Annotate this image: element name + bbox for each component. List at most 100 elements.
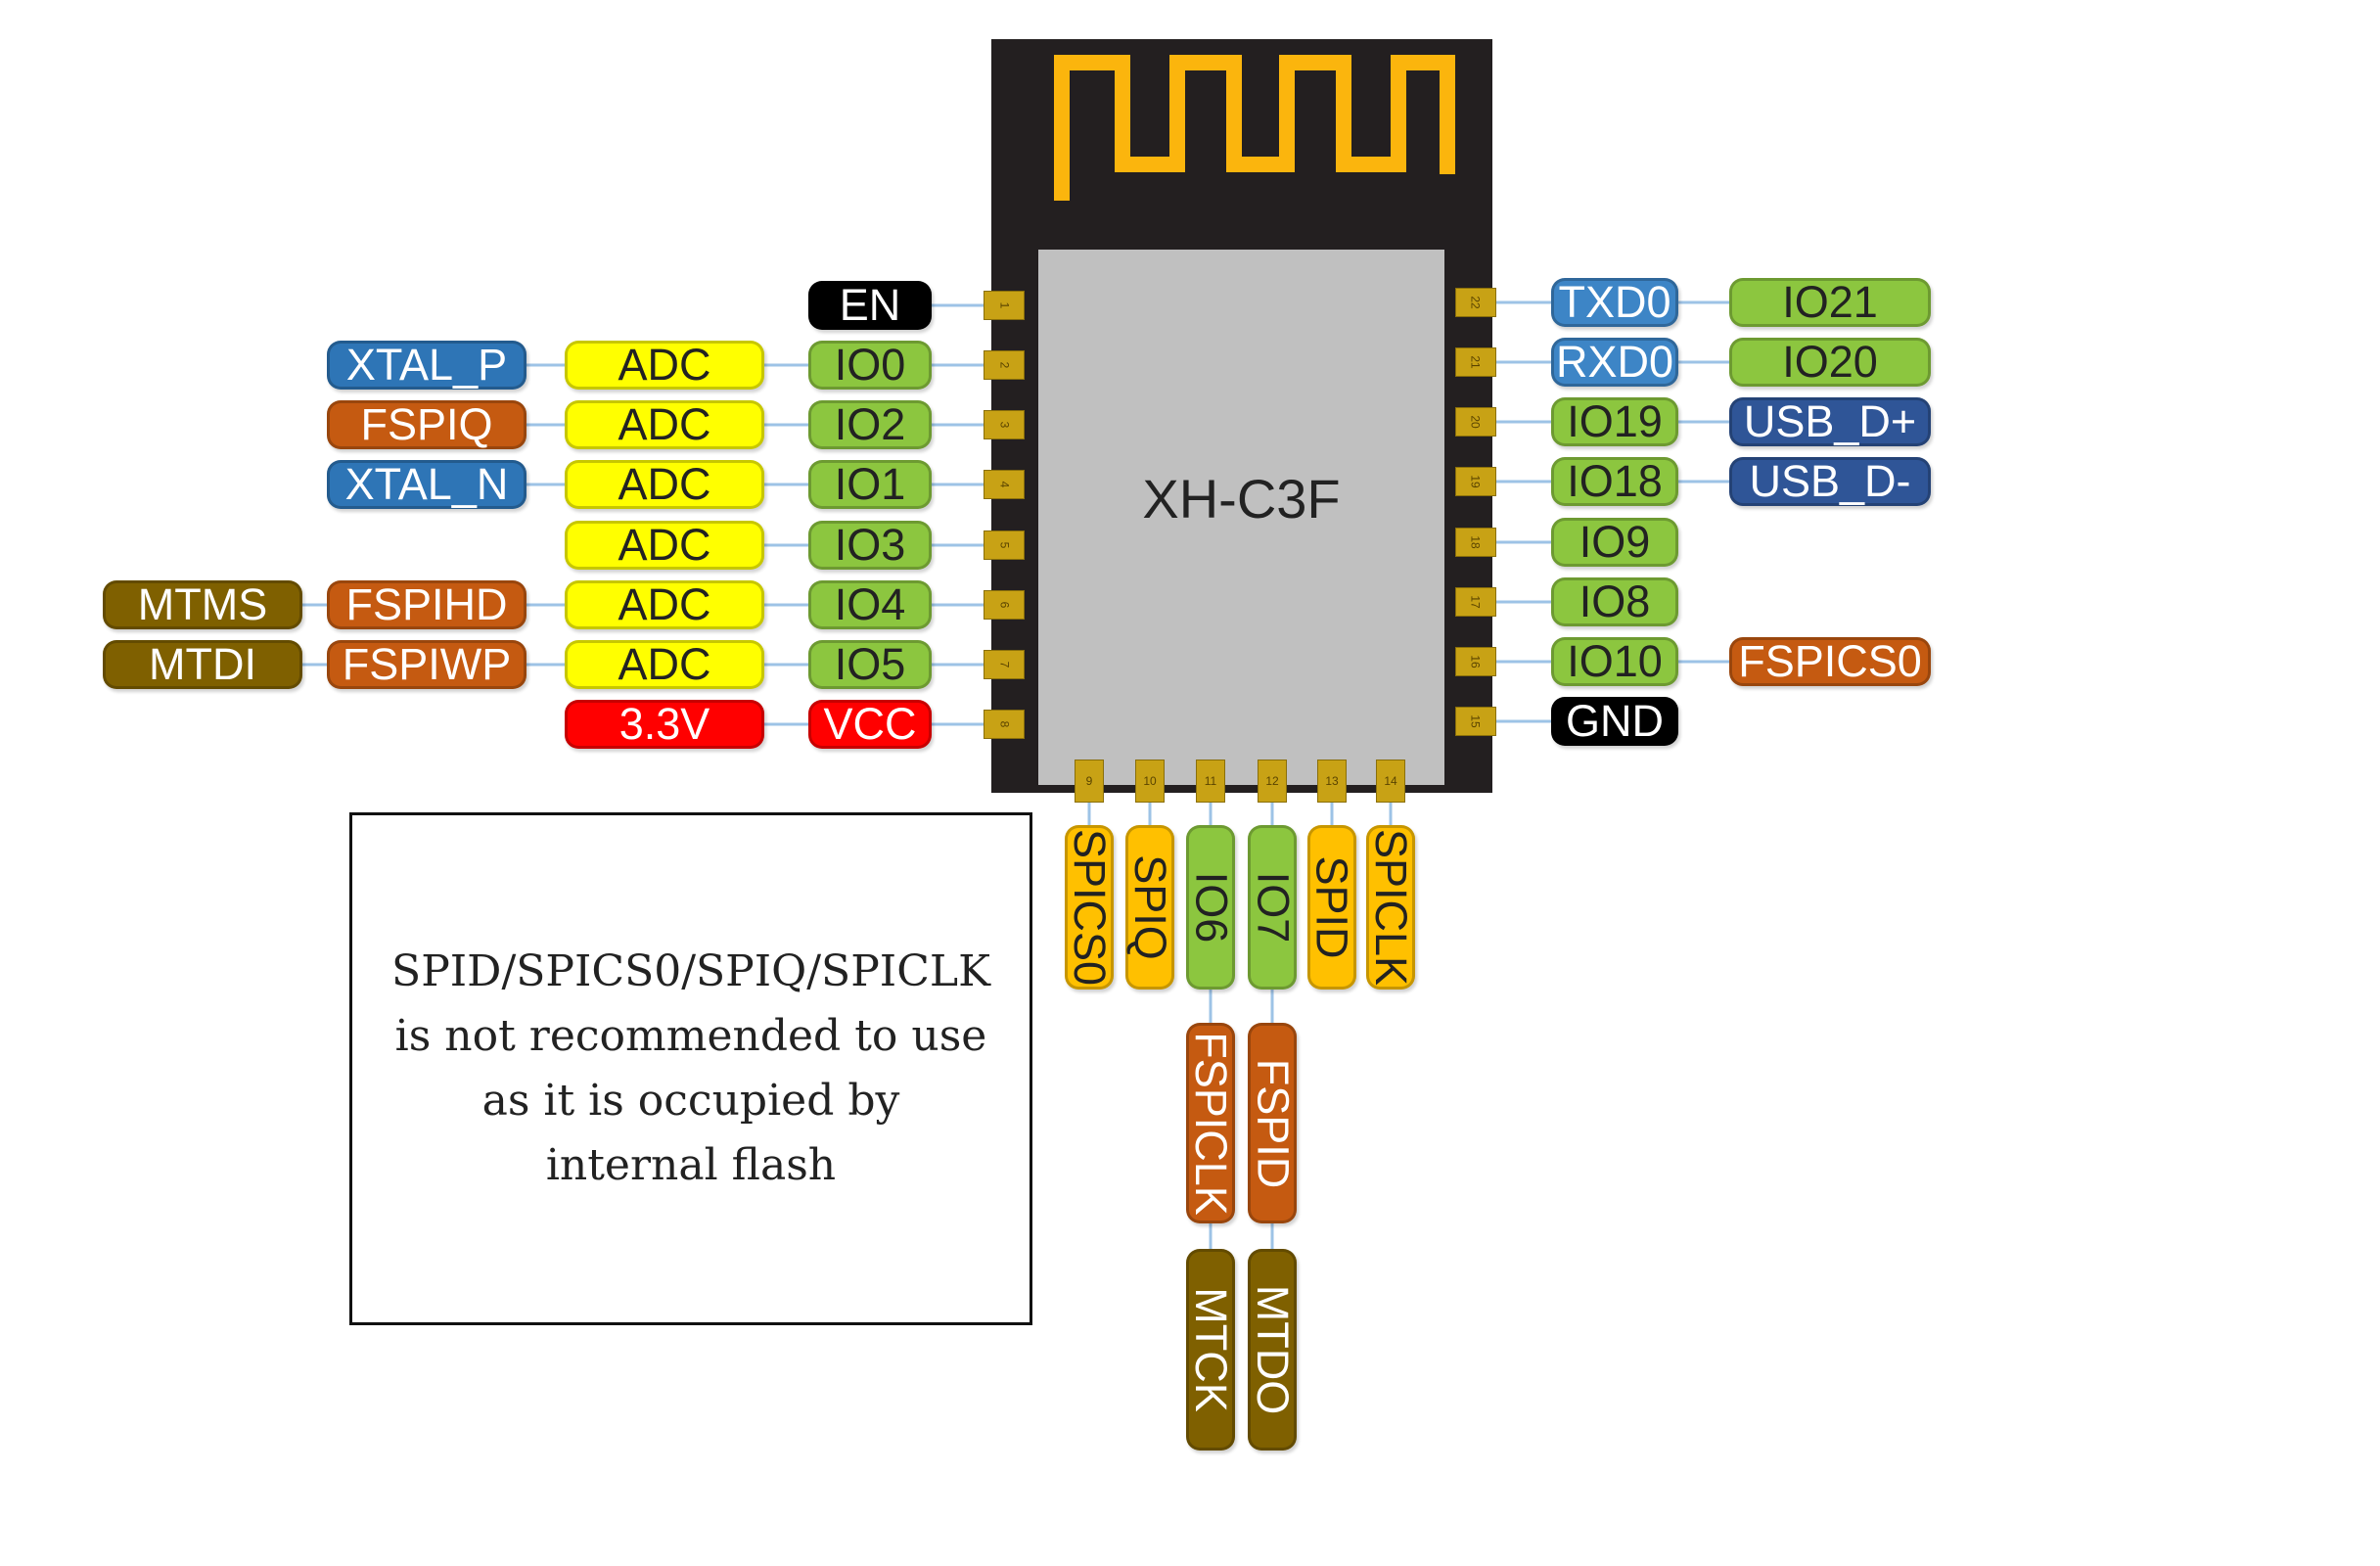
pin-pad: 7 [984,650,1025,679]
function-label-text: ADC [618,520,711,570]
pin-pad: 3 [984,410,1025,439]
pin-label-text: SPIQ [1125,854,1176,960]
pin-label-text: IO0 [834,340,906,390]
pin-pad: 9 [1075,760,1104,803]
function-label-text: USB_D- [1749,456,1911,506]
pin-pad: 22 [1455,288,1496,317]
pin-label-text: IO10 [1567,636,1663,686]
function-label-text: ADC [618,340,711,390]
pin-pad: 8 [984,710,1025,739]
pin-number: 20 [1468,415,1483,429]
function-label-mtms: MTMS [103,579,302,629]
pin-label-text: IO7 [1248,871,1299,944]
function-label-text: ADC [618,399,711,449]
pin-number: 9 [1085,774,1093,788]
function-label-mtdo: MTDO [1248,1249,1298,1451]
pin-number: 3 [997,421,1011,429]
pin-number: 6 [997,601,1011,609]
function-label-text: XTAL_P [345,340,508,390]
function-label-adc: ADC [565,399,764,449]
pin-number: 5 [997,541,1011,549]
pin-pad: 4 [984,470,1025,499]
pin-label-text: VCC [823,699,917,749]
module-name: XH-C3F [1142,468,1341,530]
pin-label-txd0: TXD0 [1551,277,1678,327]
function-label-usb-d: USB_D+ [1729,396,1931,446]
pin-label-spid: SPID [1307,825,1357,990]
function-label-text: FSPIQ [360,399,493,449]
pin-pad: 13 [1317,760,1347,803]
pin-label-text: IO18 [1567,456,1663,506]
pin-number: 2 [997,361,1011,369]
pin-label-text: SPICS0 [1065,828,1116,987]
pin-number: 19 [1468,475,1483,488]
function-label-xtal-p: XTAL_P [327,340,526,390]
pin-number: 4 [997,481,1011,488]
pin-pad: 14 [1376,760,1405,803]
pin-label-text: IO5 [834,639,906,689]
function-label-fspics0: FSPICS0 [1729,636,1931,686]
pin-label-io9: IO9 [1551,517,1678,567]
function-label-text: FSPID [1248,1058,1298,1188]
function-label-usb-d: USB_D- [1729,456,1931,506]
pin-label-io6: IO6 [1186,825,1237,990]
pin-label-io8: IO8 [1551,576,1678,626]
function-label-mtck: MTCK [1186,1249,1236,1451]
function-label-adc: ADC [565,639,764,689]
pin-number: 14 [1384,774,1397,788]
pin-pad: 18 [1455,528,1496,557]
pin-label-text: IO2 [834,399,906,449]
function-label-xtal-n: XTAL_N [327,459,526,509]
pin-label-io18: IO18 [1551,456,1678,506]
pin-number: 7 [997,661,1011,668]
pin-label-text: TXD0 [1558,277,1671,327]
pin-pad: 2 [984,350,1025,380]
function-label-text: MTMS [137,579,268,629]
pin-label-vcc: VCC [808,699,932,749]
pin-pad: 19 [1455,467,1496,496]
pin-label-io7: IO7 [1248,825,1299,990]
function-label-text: XTAL_N [344,459,509,509]
pin-number: 21 [1468,355,1483,369]
module-body: XH-C3F [991,39,1492,793]
function-label-text: IO20 [1782,337,1878,387]
pin-number: 11 [1204,774,1217,788]
pin-label-text: IO3 [834,520,906,570]
function-label-text: FSPICLK [1186,1031,1236,1216]
pin-number: 10 [1143,774,1157,788]
pin-number: 16 [1468,655,1483,668]
pin-number: 8 [997,720,1011,728]
function-label-3-3v: 3.3V [565,699,764,749]
pin-pad: 17 [1455,587,1496,617]
pin-pad: 12 [1258,760,1287,803]
function-label-text: 3.3V [618,699,710,749]
function-label-mtdi: MTDI [103,639,302,689]
function-label-adc: ADC [565,579,764,629]
function-label-text: ADC [618,459,711,509]
pin-label-text: IO9 [1579,517,1651,567]
pin-label-io5: IO5 [808,639,932,689]
function-label-io20: IO20 [1729,337,1931,387]
pin-label-spics0: SPICS0 [1065,825,1116,990]
pin-label-text: GND [1566,696,1664,746]
pin-label-io4: IO4 [808,579,932,629]
pin-label-text: IO4 [834,579,906,629]
pin-pad: 11 [1196,760,1225,803]
pin-label-io2: IO2 [808,399,932,449]
pin-label-io19: IO19 [1551,396,1678,446]
pin-number: 18 [1468,535,1483,549]
pin-label-io3: IO3 [808,520,932,570]
pin-label-text: RXD0 [1555,337,1674,387]
function-label-text: ADC [618,639,711,689]
function-label-fspid: FSPID [1248,1023,1298,1223]
function-label-text: USB_D+ [1743,396,1917,446]
function-label-text: FSPIHD [345,579,508,629]
function-label-text: ADC [618,579,711,629]
pin-label-io1: IO1 [808,459,932,509]
function-label-adc: ADC [565,520,764,570]
pin-number: 15 [1468,714,1483,728]
pin-pad: 16 [1455,647,1496,676]
pin-label-text: IO6 [1186,871,1237,944]
pin-label-gnd: GND [1551,696,1678,746]
function-label-fspiq: FSPIQ [327,399,526,449]
